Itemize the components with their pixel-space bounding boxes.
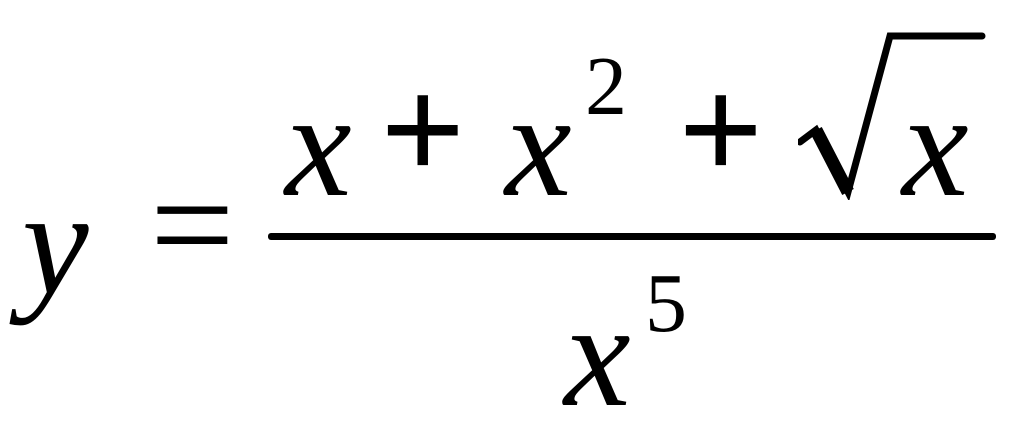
numerator-term-1: x	[285, 62, 352, 228]
radicand: x	[902, 62, 969, 228]
fraction-bar	[268, 233, 996, 240]
plus-sign-2: +	[678, 47, 764, 213]
lhs-variable: y	[22, 160, 89, 326]
square-root-icon	[798, 32, 986, 200]
equals-sign: =	[150, 142, 235, 308]
numerator-term-2-base: x	[505, 62, 572, 228]
denominator-base: x	[564, 272, 631, 425]
denominator-exponent: 5	[645, 257, 687, 350]
plus-sign-1: +	[380, 47, 466, 213]
numerator-term-2-exponent: 2	[585, 40, 627, 133]
